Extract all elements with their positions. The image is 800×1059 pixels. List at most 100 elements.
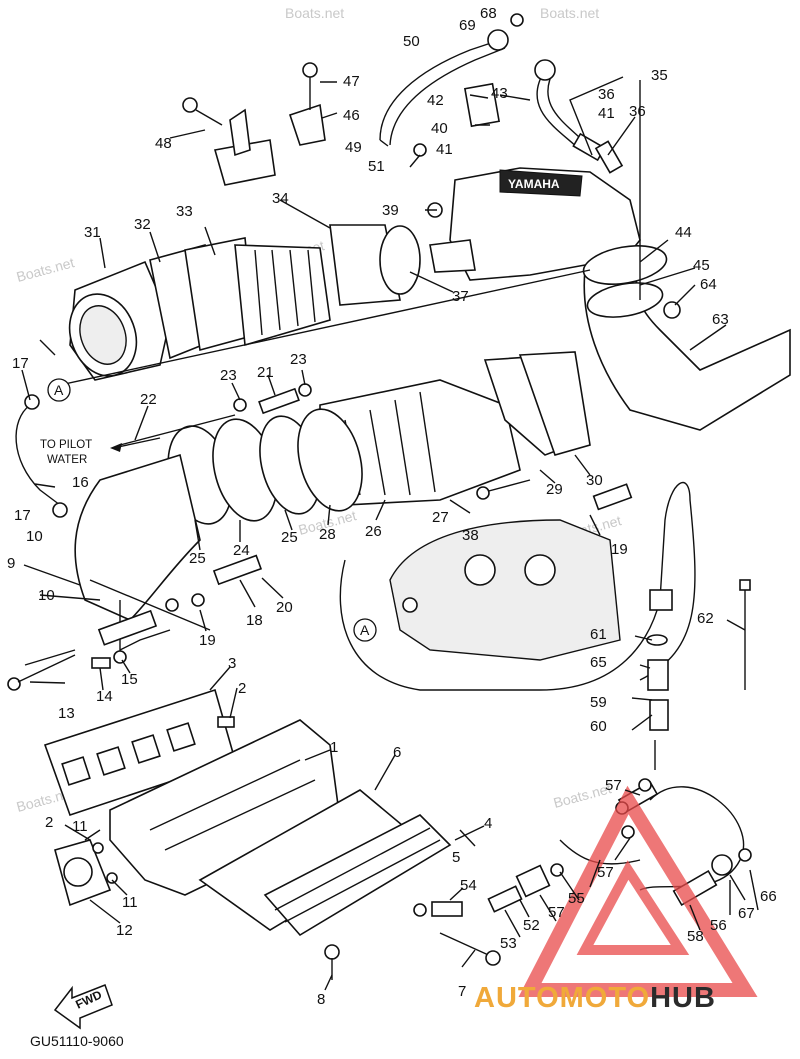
clamp-51	[413, 143, 427, 157]
callout-22: 22	[140, 391, 157, 408]
oring-65	[646, 634, 668, 646]
logo-part2: HUB	[650, 982, 716, 1014]
lower-assembly	[43, 579, 752, 980]
callout-66: 66	[760, 888, 777, 905]
ref-marker-a: A	[54, 382, 64, 398]
callout-20: 20	[276, 599, 293, 616]
callout-61: 61	[590, 626, 607, 643]
bolt-47	[302, 62, 318, 78]
note-pilot-line2: WATER	[47, 454, 87, 466]
bracket-46	[288, 103, 326, 146]
callout-48: 48	[155, 135, 172, 152]
hose-22	[119, 414, 236, 446]
callout-50: 50	[403, 33, 420, 50]
fitting-21	[258, 387, 300, 415]
callout-33: 33	[176, 203, 193, 220]
gasket-5	[263, 814, 452, 937]
callout-60: 60	[590, 718, 607, 735]
clamp-17a	[24, 394, 40, 410]
fitting-10b	[97, 609, 158, 646]
callout-37: 37	[452, 288, 469, 305]
callout-27: 27	[432, 509, 449, 526]
callout-49: 49	[345, 139, 362, 156]
watermark-text: Boats.net	[285, 5, 344, 21]
callout-63: 63	[712, 311, 729, 328]
fitting-A	[402, 597, 418, 613]
exhaust-pipe-9	[74, 453, 201, 621]
callout-39: 39	[382, 202, 399, 219]
callout-65: 65	[590, 654, 607, 671]
clamp-19	[191, 593, 205, 607]
logo-text: AUTOMOTOHUB	[474, 982, 716, 1014]
pin-2	[217, 716, 235, 728]
callout-34: 34	[272, 190, 289, 207]
callout-52: 52	[523, 917, 540, 934]
callout-15: 15	[121, 671, 138, 688]
callout-41: 41	[598, 105, 615, 122]
callout-13: 13	[58, 705, 75, 722]
callout-56: 56	[710, 917, 727, 934]
yamaha-plate	[499, 169, 583, 197]
fitting-10	[165, 598, 179, 612]
callout-58: 58	[687, 928, 704, 945]
callout-25: 25	[281, 529, 298, 546]
callout-68: 68	[480, 5, 497, 22]
clip-23a	[233, 398, 247, 412]
clamp-26	[297, 408, 363, 512]
grommet-67	[711, 854, 733, 876]
callout-10: 10	[26, 528, 43, 545]
callout-11: 11	[122, 894, 138, 911]
callout-51: 51	[368, 158, 385, 175]
callout-30: 30	[586, 472, 603, 489]
hose-50	[379, 39, 501, 141]
callout-1: 1	[330, 739, 338, 756]
watermark-text: Boats.net	[15, 254, 76, 285]
callout-19: 19	[199, 632, 216, 649]
clip-23b	[298, 383, 312, 397]
ref-circle-a	[47, 378, 71, 402]
callout-23: 23	[220, 367, 237, 384]
callout-29: 29	[546, 481, 563, 498]
hose-18	[212, 554, 263, 586]
watermark-text: Boats.net	[540, 5, 599, 21]
callout-35: 35	[651, 67, 668, 84]
part-code: GU51110-9060	[30, 1033, 124, 1049]
callout-17: 17	[14, 507, 31, 524]
callout-18: 18	[246, 612, 263, 629]
ref-marker-a: A	[360, 622, 370, 638]
clamp-57b	[621, 825, 635, 839]
hose-54	[431, 901, 463, 917]
logo-part1: AUTOMOTO	[474, 982, 650, 1014]
callout-5: 5	[452, 849, 460, 866]
callout-38: 38	[462, 527, 479, 544]
callout-57: 57	[548, 904, 565, 921]
gasket-30	[518, 351, 591, 456]
callout-2: 2	[238, 680, 246, 697]
yamaha-engraving: YAMAHA	[508, 177, 560, 191]
screw-68	[510, 13, 524, 27]
clamp-66	[738, 848, 752, 862]
callout-9: 9	[7, 555, 15, 572]
fitting-54	[413, 903, 427, 917]
callout-57: 57	[605, 777, 622, 794]
callout-32: 32	[134, 216, 151, 233]
bolt-13	[7, 677, 21, 691]
callout-11: 11	[72, 818, 88, 835]
top-hoses	[379, 13, 624, 218]
callout-36: 36	[598, 86, 615, 103]
finned-body	[234, 244, 331, 347]
hose-60	[649, 699, 669, 731]
callout-24: 24	[233, 542, 250, 559]
oring-37	[379, 225, 421, 295]
callout-59: 59	[590, 694, 607, 711]
logo-triangle-icon	[518, 785, 758, 997]
watermark-text: Boats.net	[552, 780, 613, 811]
fitting-59	[647, 659, 669, 691]
callout-44: 44	[675, 224, 692, 241]
callout-53: 53	[500, 935, 517, 952]
callout-55: 55	[568, 890, 585, 907]
clamp-57d	[638, 778, 652, 792]
callout-64: 64	[700, 276, 717, 293]
bolt-7	[485, 950, 501, 966]
